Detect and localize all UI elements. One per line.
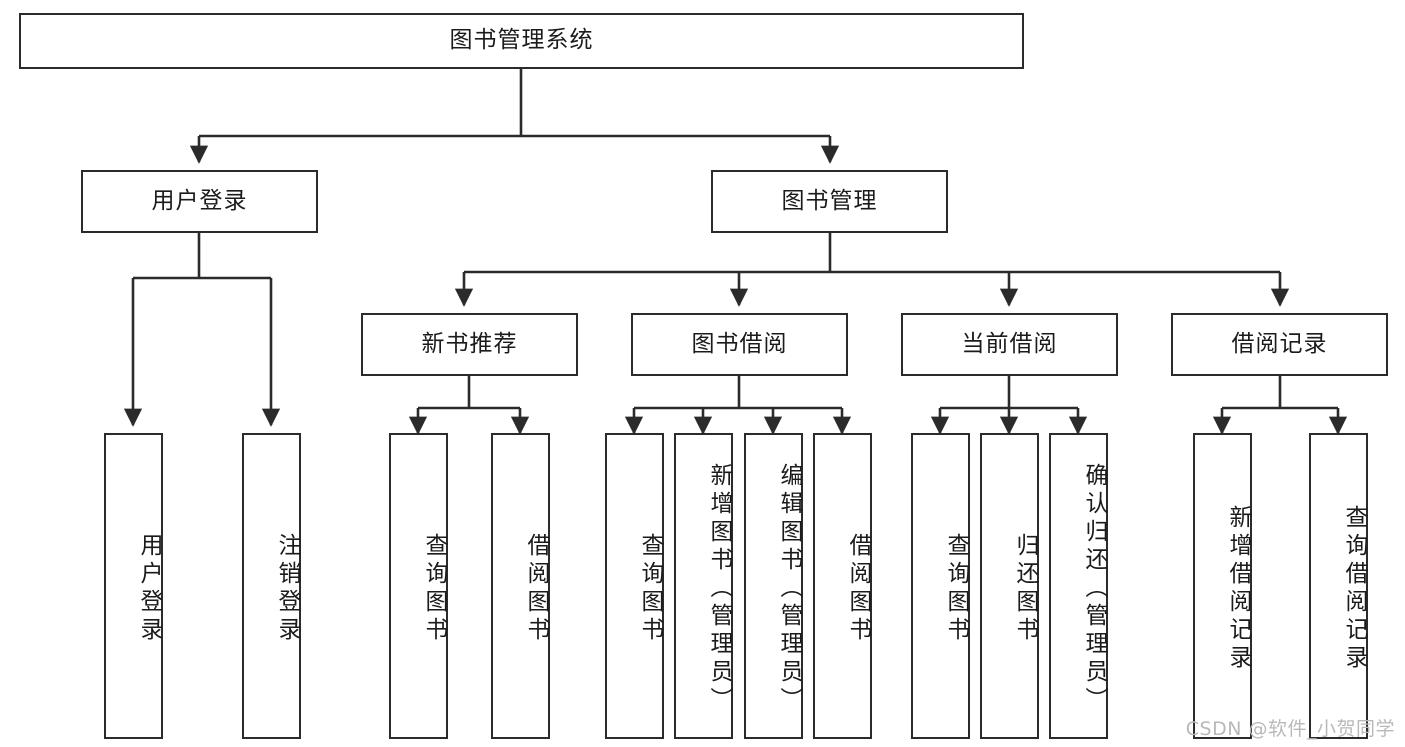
leaf-logout[interactable]: 注销登录 — [242, 433, 301, 739]
leaf-query-record[interactable]: 查询借阅记录 — [1309, 433, 1368, 739]
node-label: 确认归还（管理员） — [1081, 463, 1107, 715]
leaf-user-login[interactable]: 用户登录 — [104, 433, 163, 739]
node-label: 图书管理 — [781, 187, 878, 214]
leaf-query-book-2[interactable]: 查询图书 — [605, 433, 664, 739]
node-book-manage[interactable]: 图书管理 — [711, 170, 948, 233]
node-label: 注销登录 — [274, 533, 300, 645]
leaf-edit-book[interactable]: 编辑图书（管理员） — [744, 433, 803, 739]
leaf-query-book-3[interactable]: 查询图书 — [911, 433, 970, 739]
node-borrow-record[interactable]: 借阅记录 — [1171, 313, 1388, 376]
leaf-borrow-book-2[interactable]: 借阅图书 — [813, 433, 872, 739]
node-label: 新增图书（管理员） — [706, 463, 732, 715]
node-current-borrow[interactable]: 当前借阅 — [901, 313, 1118, 376]
node-label: 查询图书 — [637, 533, 663, 645]
node-label: 借阅记录 — [1231, 330, 1328, 357]
node-label: 查询借阅记录 — [1341, 505, 1367, 673]
node-label: 查询图书 — [421, 533, 447, 645]
node-book-borrow[interactable]: 图书借阅 — [631, 313, 848, 376]
node-label: 当前借阅 — [961, 330, 1058, 357]
node-label: 借阅图书 — [845, 533, 871, 645]
node-new-book-recommend[interactable]: 新书推荐 — [361, 313, 578, 376]
node-label: 用户登录 — [151, 187, 248, 214]
node-label: 编辑图书（管理员） — [776, 463, 802, 715]
node-label: 用户登录 — [136, 533, 162, 645]
node-label: 查询图书 — [943, 533, 969, 645]
node-label: 图书管理系统 — [449, 27, 594, 54]
watermark-text: CSDN @软件_小贺同学 — [1185, 718, 1395, 740]
node-label: 归还图书 — [1012, 533, 1038, 645]
leaf-query-book-1[interactable]: 查询图书 — [389, 433, 448, 739]
leaf-add-record[interactable]: 新增借阅记录 — [1193, 433, 1252, 739]
node-label: 图书借阅 — [691, 330, 788, 357]
leaf-borrow-book-1[interactable]: 借阅图书 — [491, 433, 550, 739]
node-label: 新书推荐 — [421, 330, 518, 357]
node-user-login[interactable]: 用户登录 — [81, 170, 318, 233]
node-label: 借阅图书 — [523, 533, 549, 645]
leaf-add-book[interactable]: 新增图书（管理员） — [674, 433, 733, 739]
leaf-return-book[interactable]: 归还图书 — [980, 433, 1039, 739]
node-root-system[interactable]: 图书管理系统 — [19, 13, 1024, 69]
node-label: 新增借阅记录 — [1225, 505, 1251, 673]
leaf-confirm-return[interactable]: 确认归还（管理员） — [1049, 433, 1108, 739]
